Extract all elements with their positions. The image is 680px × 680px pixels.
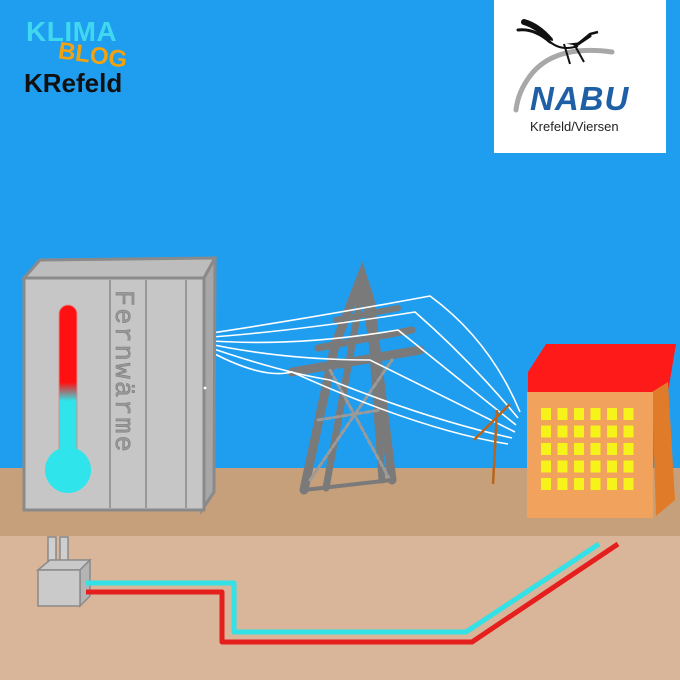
house-window <box>590 408 601 420</box>
utility-pole <box>473 403 511 485</box>
house-window <box>623 443 634 455</box>
thermometer-tube <box>58 304 78 461</box>
house-window <box>541 460 551 473</box>
nabu-logo: NABU Krefeld/Viersen <box>494 0 666 153</box>
house-window <box>541 408 551 420</box>
thermometer <box>45 304 91 493</box>
house-window <box>623 460 634 473</box>
house-window <box>607 408 617 420</box>
house-window <box>574 443 584 455</box>
building-label: Fernwärme <box>107 290 137 454</box>
house-window <box>607 425 617 438</box>
house-window <box>541 478 551 490</box>
house-window <box>623 408 634 420</box>
logo-word-krefeld: KRefeld <box>24 68 123 98</box>
house-window <box>557 425 568 438</box>
cold-pipe <box>86 541 601 635</box>
power-lines <box>197 295 521 445</box>
house-window <box>574 460 584 473</box>
house-window <box>590 443 601 455</box>
house-window <box>607 443 617 455</box>
house-window <box>541 443 551 455</box>
house-window <box>557 460 568 473</box>
house-window <box>590 425 601 438</box>
substation <box>35 536 92 608</box>
house-window <box>557 408 568 420</box>
logo-word-klima: KLIMA <box>26 16 118 47</box>
nabu-wordmark: NABU <box>530 80 630 117</box>
house-window <box>623 425 634 438</box>
apartment-house <box>527 344 676 518</box>
house-window <box>574 425 584 438</box>
soil-layer <box>0 536 680 680</box>
thermometer-bulb <box>45 447 91 493</box>
house-window <box>607 460 617 473</box>
house-side <box>652 382 675 516</box>
house-window <box>590 478 601 490</box>
hot-pipe <box>86 541 620 645</box>
house-window <box>557 443 568 455</box>
house-windows <box>541 408 634 490</box>
house-window <box>574 478 584 490</box>
house-window <box>574 408 584 420</box>
house-window <box>590 460 601 473</box>
house-window <box>557 478 568 490</box>
power-pylon <box>287 261 425 495</box>
plant-roof <box>20 256 218 280</box>
klima-blog-logo: KLIMA BLOG KRefeld <box>24 14 154 104</box>
nabu-region: Krefeld/Viersen <box>530 119 619 134</box>
house-roof <box>528 344 676 392</box>
stork-icon <box>513 19 615 113</box>
house-window <box>623 478 634 490</box>
house-window <box>607 478 617 490</box>
house-window <box>541 425 551 438</box>
